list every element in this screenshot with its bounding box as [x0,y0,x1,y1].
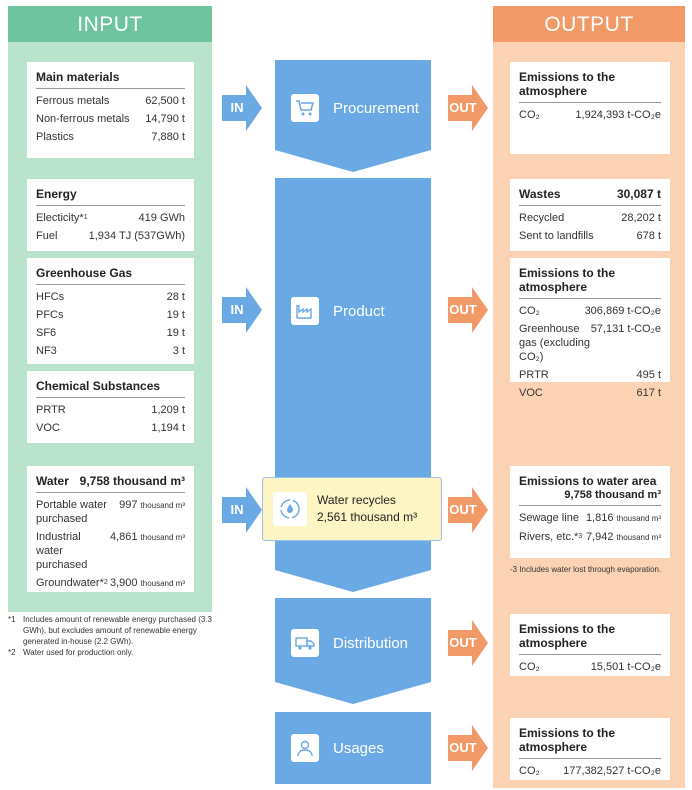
stage-distribution: Distribution [275,627,431,659]
water-recycles-title: Water recycles [317,493,396,507]
stage-procurement: Procurement [275,92,431,124]
truck-icon [291,629,319,657]
stage-product: Product [275,295,431,327]
card-title: Emissions to the atmosphere [519,726,661,759]
water-recycles-box: Water recycles 2,561 thousand m³ [262,477,442,541]
card-title: Chemical Substances [36,379,185,398]
out-arrow-usages: OUT [448,725,488,771]
out-arrow-water: OUT [448,487,488,533]
card-title: Emissions to the atmosphere [519,70,661,103]
card-title: Emissions to the atmosphere [519,266,661,299]
in-arrow-water: IN [222,487,262,533]
in-arrow-product: IN [222,287,262,333]
stage-label: Product [333,302,385,320]
card-title: Emissions to the atmosphere [519,622,661,655]
card-water-emissions: Emissions to water area 9,758 thousand m… [510,466,670,558]
water-emissions-total: 9,758 thousand m³ [519,489,661,506]
footnote-3: -3 Includes water lost through evaporati… [510,565,662,574]
output-header: OUTPUT [493,6,685,42]
person-icon [291,734,319,762]
out-arrow-procurement: OUT [448,85,488,131]
card-title: Main materials [36,70,185,89]
in-arrow-procurement: IN [222,85,262,131]
card-title: Energy [36,187,185,206]
list-item: Greenhouse gas (excluding CO₂)57,131 t-C… [519,323,661,363]
card-title: Emissions to water area [519,474,657,488]
stage-usages: Usages [275,732,431,764]
recycle-water-icon [273,492,307,526]
stage-label: Usages [333,739,384,757]
factory-icon [291,297,319,325]
cart-icon [291,94,319,122]
stage-label: Distribution [333,634,409,652]
stage-label: Procurement [333,99,419,117]
out-arrow-distribution: OUT [448,620,488,666]
input-header: INPUT [8,6,212,42]
out-arrow-product: OUT [448,287,488,333]
card-title: Greenhouse Gas [36,266,185,285]
water-recycles-value: 2,561 thousand m³ [317,510,418,524]
